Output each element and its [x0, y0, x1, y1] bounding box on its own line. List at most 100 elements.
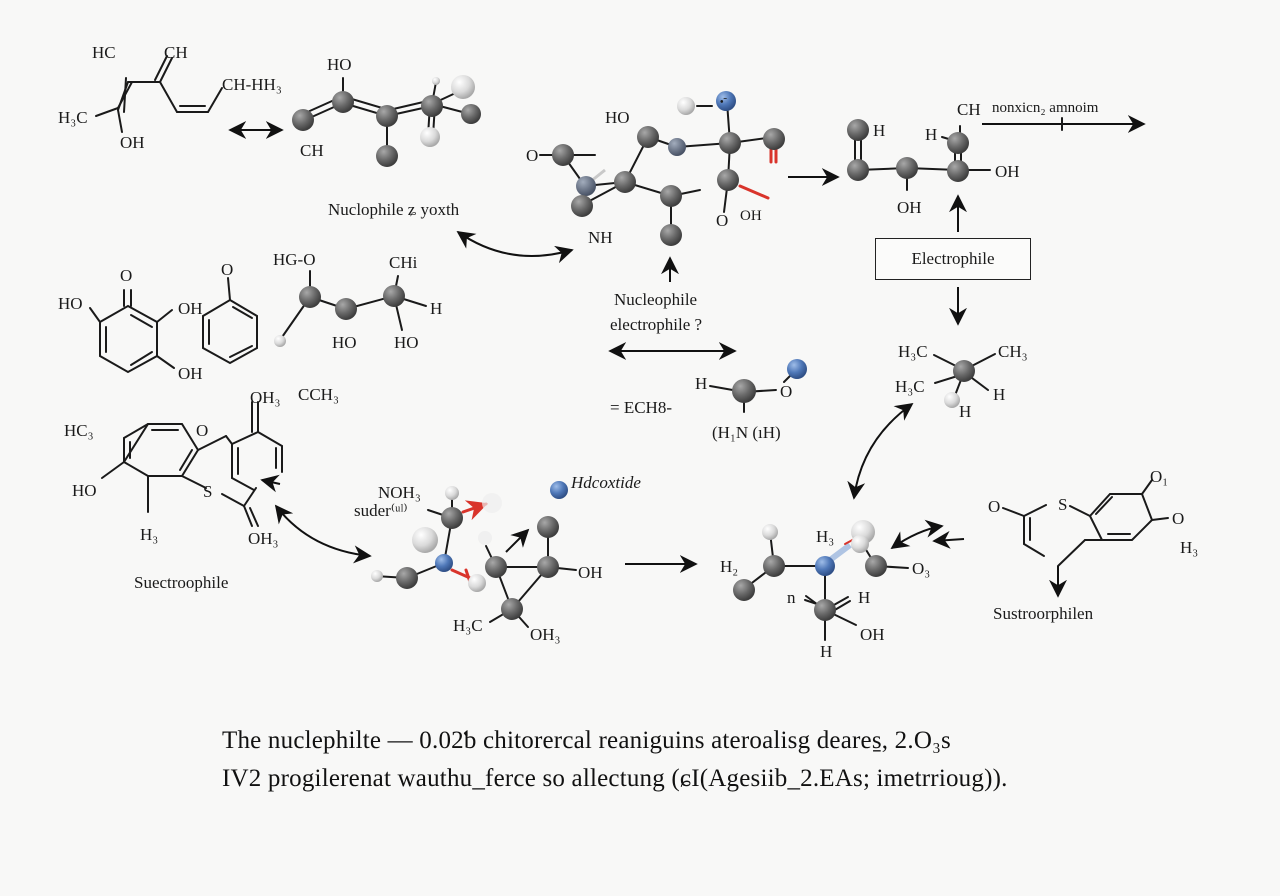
label-h: H	[695, 374, 707, 393]
carbon-atom	[537, 516, 559, 538]
carbon-atom	[717, 169, 739, 191]
label-h1n: (H₁N (ıH)	[712, 423, 781, 442]
molecule-top-ball-stick: HO CH Nuclophile ʑ yoxth	[292, 55, 481, 219]
hydrogen-atom	[677, 97, 695, 115]
hydrogen-atom	[371, 570, 383, 582]
carbon-atom	[501, 598, 523, 620]
label-h-2: H	[959, 402, 971, 421]
caption-suectroophile: Suectroophile	[134, 573, 228, 592]
label-ho: HO	[327, 55, 352, 74]
molecule-tertiary-center: H₃C CH₃ H₃C H H	[895, 342, 1028, 421]
nitrogen-atom	[668, 138, 686, 156]
curved-arrow-top	[456, 230, 574, 264]
molecule-middle-ball-stick: HG-O CHi H HO HO	[273, 250, 442, 352]
carbon-atom	[383, 285, 405, 307]
carbon-atom	[719, 132, 741, 154]
carbon-atom	[376, 105, 398, 127]
carbon-atom	[461, 104, 481, 124]
carbon-atom	[847, 119, 869, 141]
label-chi: CHi	[389, 253, 418, 272]
molecule-bottom-right-cluster: H₂ H₃ O₃ n H OH H	[720, 520, 930, 661]
molecule-top-left-skeletal: HC CH CH-HH₃ H₃C OH	[58, 43, 282, 152]
carbon-atom	[763, 128, 785, 150]
label-oh-right: OH	[995, 162, 1020, 181]
nitrogen-atom	[787, 359, 807, 379]
label-ch: CH	[164, 43, 188, 62]
hydrogen-atom-faded	[478, 531, 492, 545]
label-o: O	[196, 421, 208, 440]
label-suder: suder⁽ᵘˡ⁾	[354, 501, 408, 520]
label-ch: CH	[300, 141, 324, 160]
label-s: S	[1058, 495, 1067, 514]
label-h3c: H₃C	[58, 108, 88, 127]
curved-arrow-bottom-right	[890, 519, 944, 550]
carbon-atom	[660, 224, 682, 246]
label-h3: H₃	[816, 527, 834, 546]
carbon-atom	[865, 555, 887, 577]
nitrogen-atom	[435, 554, 453, 572]
label-hc3: HC₃	[64, 421, 94, 440]
hydrogen-atom	[274, 335, 286, 347]
carbon-atom	[552, 144, 574, 166]
label-oh3: OH₃	[250, 388, 281, 407]
label-h-2: H	[925, 125, 937, 144]
label-o: O	[120, 266, 132, 285]
carbon-atom	[953, 360, 975, 382]
molecule-bottom-left-tricycle: OH₃ CCH₃ HC₃ O HO S H₃ OH₃ Suectroophile	[64, 385, 339, 592]
carbon-atom	[896, 157, 918, 179]
carbon-atom	[441, 507, 463, 529]
hydrogen-atom	[412, 527, 438, 553]
label-h2: H₂	[720, 557, 738, 576]
label-h3c: H₃C	[898, 342, 928, 361]
label-ch: CH	[957, 100, 981, 119]
carbon-atom	[614, 171, 636, 193]
hydrogen-atom	[762, 524, 778, 540]
carbon-atom	[376, 145, 398, 167]
label-ho: HO	[72, 481, 97, 500]
nitrogen-atom	[550, 481, 568, 499]
carbon-atom	[335, 298, 357, 320]
label-oh3: OH₃	[530, 625, 561, 644]
label-ho: HO	[605, 108, 630, 127]
label-noh3: NOH₃	[378, 483, 421, 502]
carbon-atom	[485, 556, 507, 578]
label-o: O	[526, 146, 538, 165]
label-h: H	[430, 299, 442, 318]
molecule-middle-left-ring: O HO OH OH	[58, 266, 203, 383]
hydrogen-atom	[468, 574, 486, 592]
electrophile-box: Electrophile	[875, 238, 1031, 280]
label-s: S	[203, 482, 212, 501]
label-ho-2: HO	[394, 333, 419, 352]
label-oh: OH	[178, 299, 203, 318]
label-h: H	[993, 385, 1005, 404]
label-o: O	[221, 260, 233, 279]
label-hg-o: HG-O	[273, 250, 316, 269]
label-hc: HC	[92, 43, 116, 62]
label-h-bottom: H	[820, 642, 832, 661]
label-oh: OH	[578, 563, 603, 582]
caption-nuclophile: Nuclophile ʑ yoxth	[328, 200, 460, 219]
curved-arrow-bottom-left	[274, 504, 372, 564]
label-n: n	[787, 588, 796, 607]
curved-arrow-right	[847, 402, 914, 500]
back-arrow-bottom-right	[932, 530, 965, 549]
carbon-atom	[947, 160, 969, 182]
molecule-bottom-center-cluster: Hdcoxtide NOH₃ suder⁽ᵘˡ⁾ OH H₃C OH₃	[354, 473, 641, 644]
carbon-atom	[947, 132, 969, 154]
label-o-right: O	[1172, 509, 1184, 528]
carbon-atom	[732, 379, 756, 403]
label-o3: O₃	[912, 559, 930, 578]
nitrogen-atom	[576, 176, 596, 196]
carbon-atom	[396, 567, 418, 589]
carbon-atom	[299, 286, 321, 308]
molecule-top-right-chain: H CH H OH OH	[847, 100, 1020, 217]
label-ch3: CH₃	[998, 342, 1028, 361]
blue-atom-label: •ˉ	[720, 97, 728, 108]
carbon-atom	[660, 185, 682, 207]
label-o1: O₁	[1150, 467, 1168, 486]
hydrogen-atom	[445, 486, 459, 500]
hydrogen-atom	[851, 535, 869, 553]
hydrogen-atom	[420, 127, 440, 147]
hydrogen-atom	[944, 392, 960, 408]
